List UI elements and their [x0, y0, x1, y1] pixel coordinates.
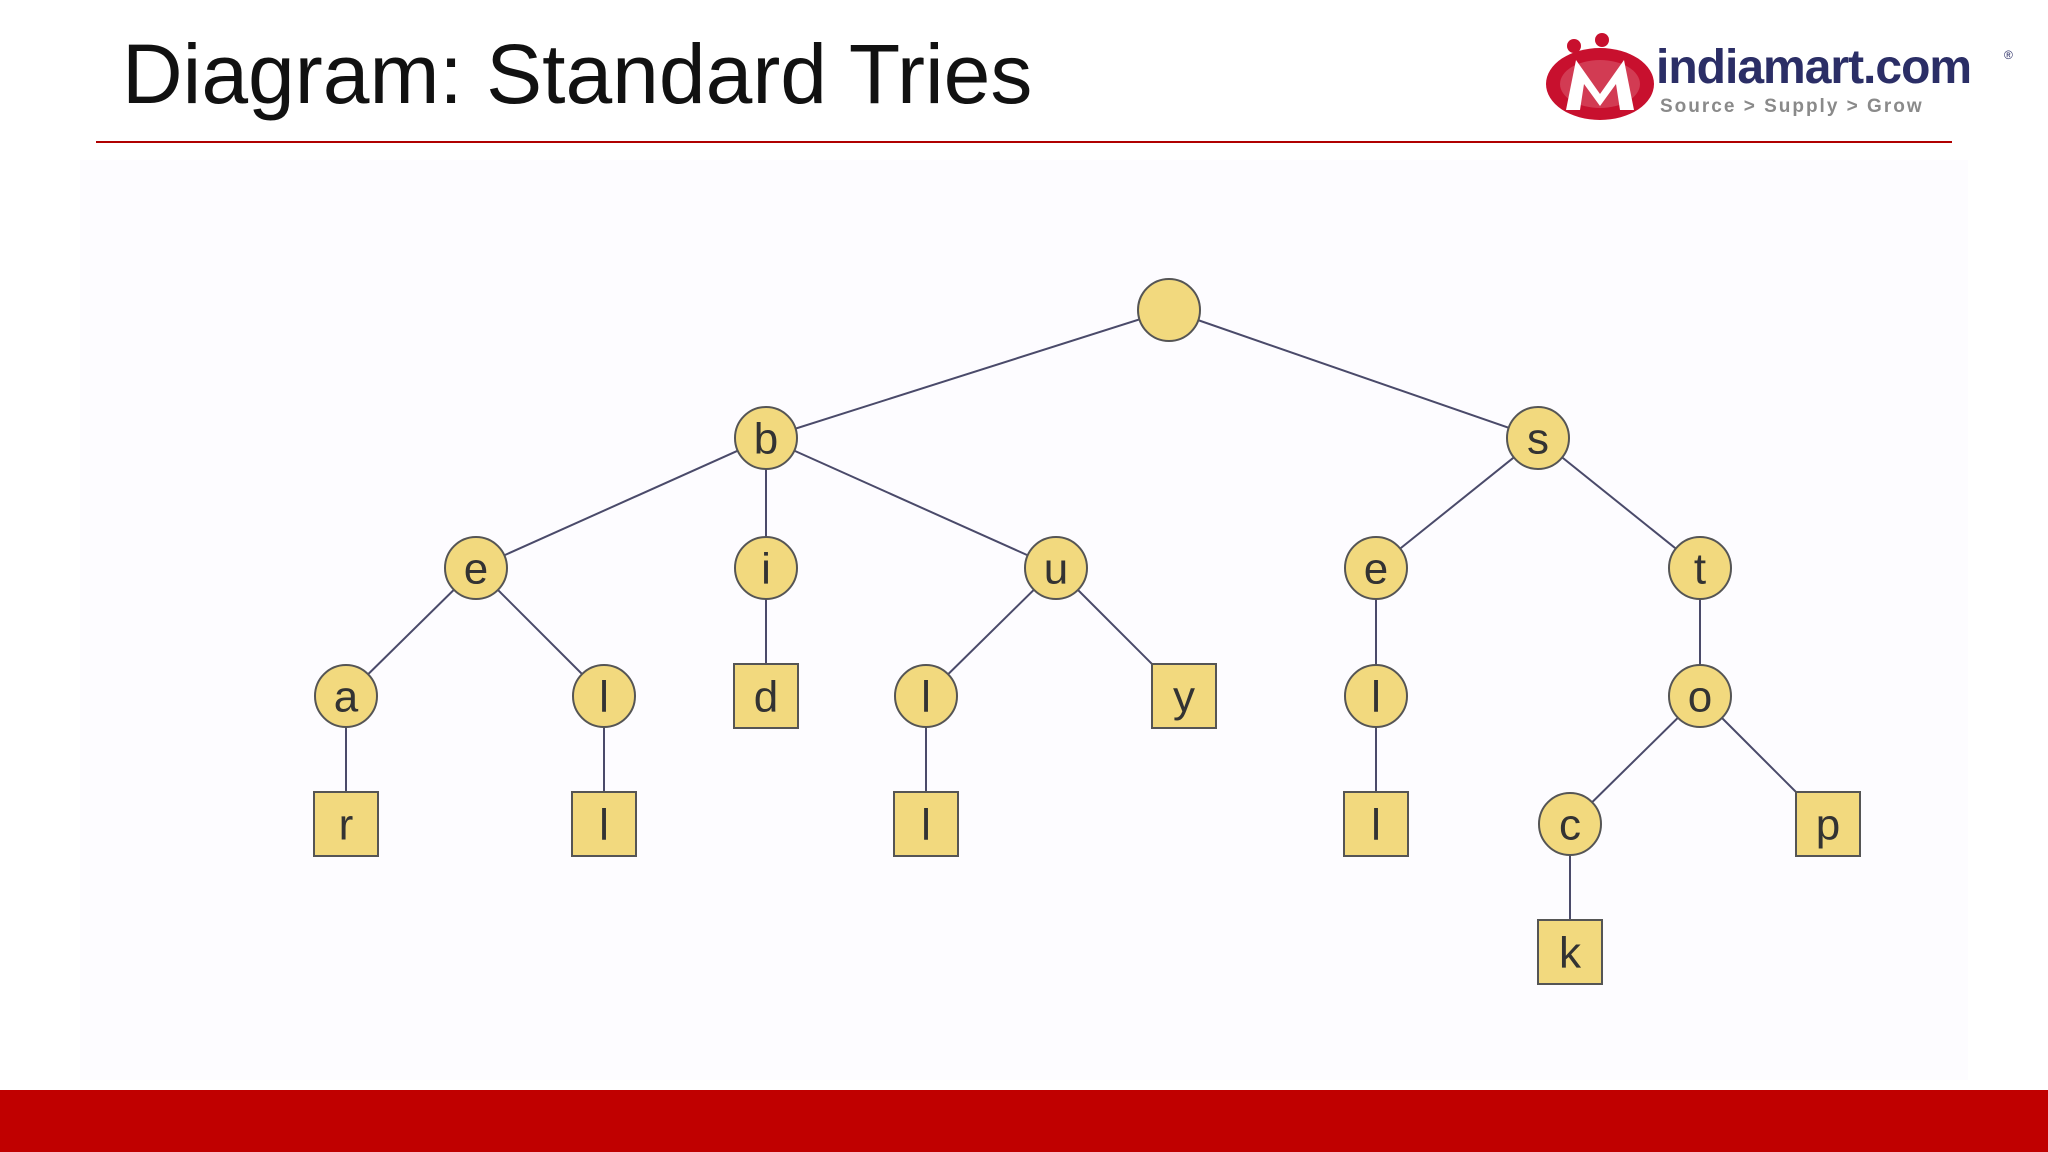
- trie-node-se: e: [1344, 536, 1408, 600]
- node-label: d: [754, 673, 778, 722]
- trie-leaf-node-bell: l: [571, 791, 637, 857]
- node-circle: [734, 536, 798, 600]
- footer-bar: [0, 1090, 2048, 1152]
- trie-node-st: t: [1668, 536, 1732, 600]
- node-label: c: [1559, 801, 1581, 850]
- trie-leaf-node-sell: l: [1343, 791, 1409, 857]
- node-circle: [314, 664, 378, 728]
- node-label: e: [1364, 545, 1388, 594]
- trie-leaf-node-stock: k: [1537, 919, 1603, 985]
- leaf-square: [1795, 791, 1861, 857]
- node-circle: [894, 664, 958, 728]
- leaf-square: [571, 791, 637, 857]
- node-label: u: [1044, 545, 1068, 594]
- node-label: p: [1816, 801, 1840, 850]
- trie-node-stoc: c: [1538, 792, 1602, 856]
- node-circle: [1506, 406, 1570, 470]
- node-label: s: [1527, 415, 1549, 464]
- node-label: l: [1371, 801, 1381, 850]
- trie-node-bea: a: [314, 664, 378, 728]
- leaf-square: [1537, 919, 1603, 985]
- trie-edge-root-s: [1168, 309, 1539, 439]
- node-label: r: [339, 801, 354, 850]
- trie-leaf-node-stop: p: [1795, 791, 1861, 857]
- trie-node-be: e: [444, 536, 508, 600]
- node-circle: [1668, 536, 1732, 600]
- leaf-square: [733, 663, 799, 729]
- node-label: b: [754, 415, 778, 464]
- trie-leaf-node-buy: y: [1151, 663, 1217, 729]
- title-divider: [96, 141, 1952, 143]
- trie-nodes: b s e i u e t a l d l y l o r l l l c p k: [313, 278, 1861, 985]
- node-label: l: [921, 801, 931, 850]
- trie-node-b: b: [734, 406, 798, 470]
- trie-node-bi: i: [734, 536, 798, 600]
- node-label: l: [1371, 673, 1381, 722]
- trie-node-bel: l: [572, 664, 636, 728]
- node-label: y: [1173, 673, 1195, 722]
- leaf-square: [1343, 791, 1409, 857]
- trie-node-sto: o: [1668, 664, 1732, 728]
- node-label: k: [1559, 929, 1582, 978]
- node-circle: [1344, 664, 1408, 728]
- node-circle: [734, 406, 798, 470]
- trie-node-sel: l: [1344, 664, 1408, 728]
- trie-leaf-node-bear: r: [313, 791, 379, 857]
- slide-title: Diagram: Standard Tries: [122, 27, 1033, 121]
- node-circle: [1344, 536, 1408, 600]
- node-circle: [1538, 792, 1602, 856]
- trie-node-root: [1137, 278, 1201, 342]
- leaf-square: [313, 791, 379, 857]
- node-circle: [444, 536, 508, 600]
- node-label: i: [761, 545, 771, 594]
- leaf-square: [1151, 663, 1217, 729]
- leaf-square: [893, 791, 959, 857]
- node-label: e: [464, 545, 488, 594]
- logo-wordmark: indiamart.com: [1656, 41, 1972, 94]
- trie-edge-b-bu: [765, 437, 1057, 569]
- indiamart-logo-mark-icon: [1546, 33, 1654, 120]
- node-label: t: [1694, 545, 1706, 594]
- trie-diagram: b s e i u e t a l d l y l o r l l l c p k: [313, 278, 1861, 985]
- node-label: a: [334, 673, 359, 722]
- logo-registered-mark: ®: [2004, 48, 2013, 62]
- trie-node-bul: l: [894, 664, 958, 728]
- node-label: l: [599, 801, 609, 850]
- node-label: l: [921, 673, 931, 722]
- node-label: l: [599, 673, 609, 722]
- node-circle: [1668, 664, 1732, 728]
- trie-edge-root-b: [765, 309, 1170, 439]
- trie-edge-s-st: [1537, 437, 1701, 569]
- trie-edges: [345, 309, 1829, 952]
- node-circle: [572, 664, 636, 728]
- diagram-panel: b s e i u e t a l d l y l o r l l l c p k: [80, 160, 1968, 1080]
- node-circle: [1024, 536, 1088, 600]
- trie-node-bu: u: [1024, 536, 1088, 600]
- trie-node-s: s: [1506, 406, 1570, 470]
- trie-edge-b-be: [475, 437, 767, 569]
- node-label: o: [1688, 673, 1712, 722]
- logo-tagline: Source > Supply > Grow: [1660, 96, 1924, 117]
- trie-leaf-node-bid: d: [733, 663, 799, 729]
- trie-edge-s-se: [1375, 437, 1539, 569]
- node-circle: [1137, 278, 1201, 342]
- trie-leaf-node-bull: l: [893, 791, 959, 857]
- indiamart-logo: indiamart.com ® Source > Supply > Grow: [1544, 32, 2024, 128]
